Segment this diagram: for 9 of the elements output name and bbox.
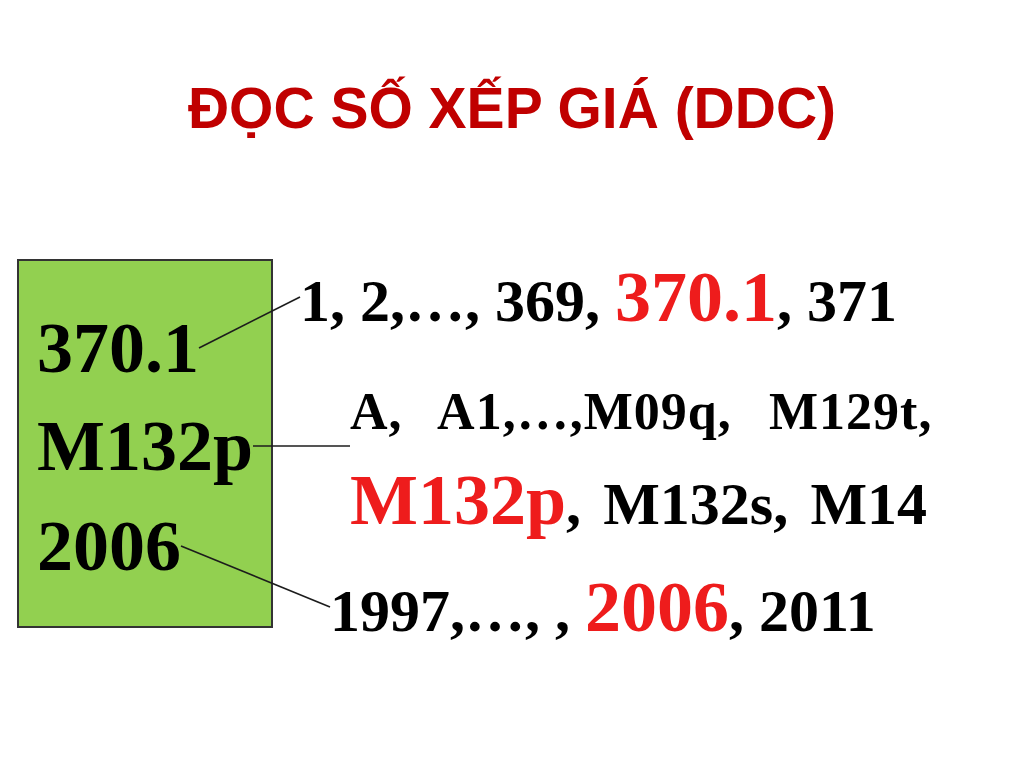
leader-line	[180, 545, 331, 608]
sequence-text: A, A1,…,M09q, M129t, M132p, M132s, M14	[350, 368, 1018, 548]
leader-line	[252, 445, 351, 447]
sequence-text: 1, 2,…, 369, 370.1, 371	[300, 261, 897, 333]
call-number-card	[17, 259, 273, 628]
call-number-part: 2006	[37, 510, 181, 582]
call-number-part: 370.1	[37, 312, 199, 384]
sequence-text: 1997,…, , 2006, 2011	[330, 571, 876, 643]
leader-line	[198, 296, 301, 349]
